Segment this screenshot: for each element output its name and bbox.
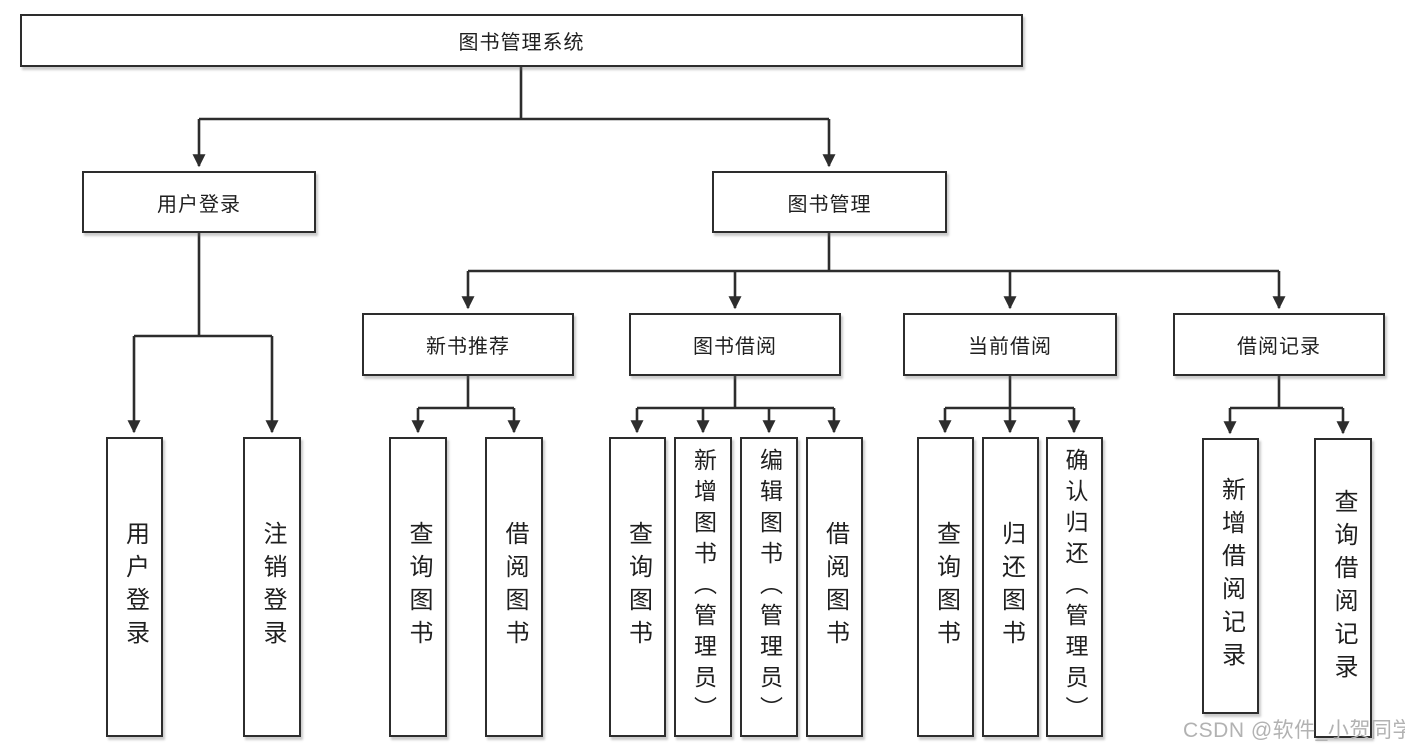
node-user-login: 用户登录 — [82, 171, 316, 233]
leaf-bb-borrow-books: 借阅图书 — [806, 437, 863, 737]
node-current-borrowing: 当前借阅 — [903, 313, 1117, 376]
leaf-logout: 注销登录 — [243, 437, 301, 737]
node-book-management: 图书管理 — [712, 171, 947, 233]
csdn-watermark: CSDN @软件_小贺同学 — [1183, 719, 1405, 742]
leaf-bb-add-books-admin: 新增图书（管理员） — [674, 437, 732, 737]
leaf-bb-query-books: 查询图书 — [609, 437, 666, 737]
leaf-br-query-record: 查询借阅记录 — [1314, 438, 1372, 738]
node-book-borrowing: 图书借阅 — [629, 313, 841, 376]
node-new-book-recommend: 新书推荐 — [362, 313, 574, 376]
leaf-nb-query-books: 查询图书 — [389, 437, 447, 737]
node-root-library-system: 图书管理系统 — [20, 14, 1023, 67]
leaf-cb-query-books: 查询图书 — [917, 437, 974, 737]
node-borrow-records: 借阅记录 — [1173, 313, 1385, 376]
leaf-br-add-record: 新增借阅记录 — [1202, 438, 1259, 714]
leaf-user-login: 用户登录 — [106, 437, 163, 737]
leaf-cb-confirm-return-admin: 确认归还（管理员） — [1046, 437, 1103, 737]
leaf-cb-return-books: 归还图书 — [982, 437, 1039, 737]
leaf-nb-borrow-books: 借阅图书 — [485, 437, 543, 737]
leaf-bb-edit-books-admin: 编辑图书（管理员） — [740, 437, 798, 737]
